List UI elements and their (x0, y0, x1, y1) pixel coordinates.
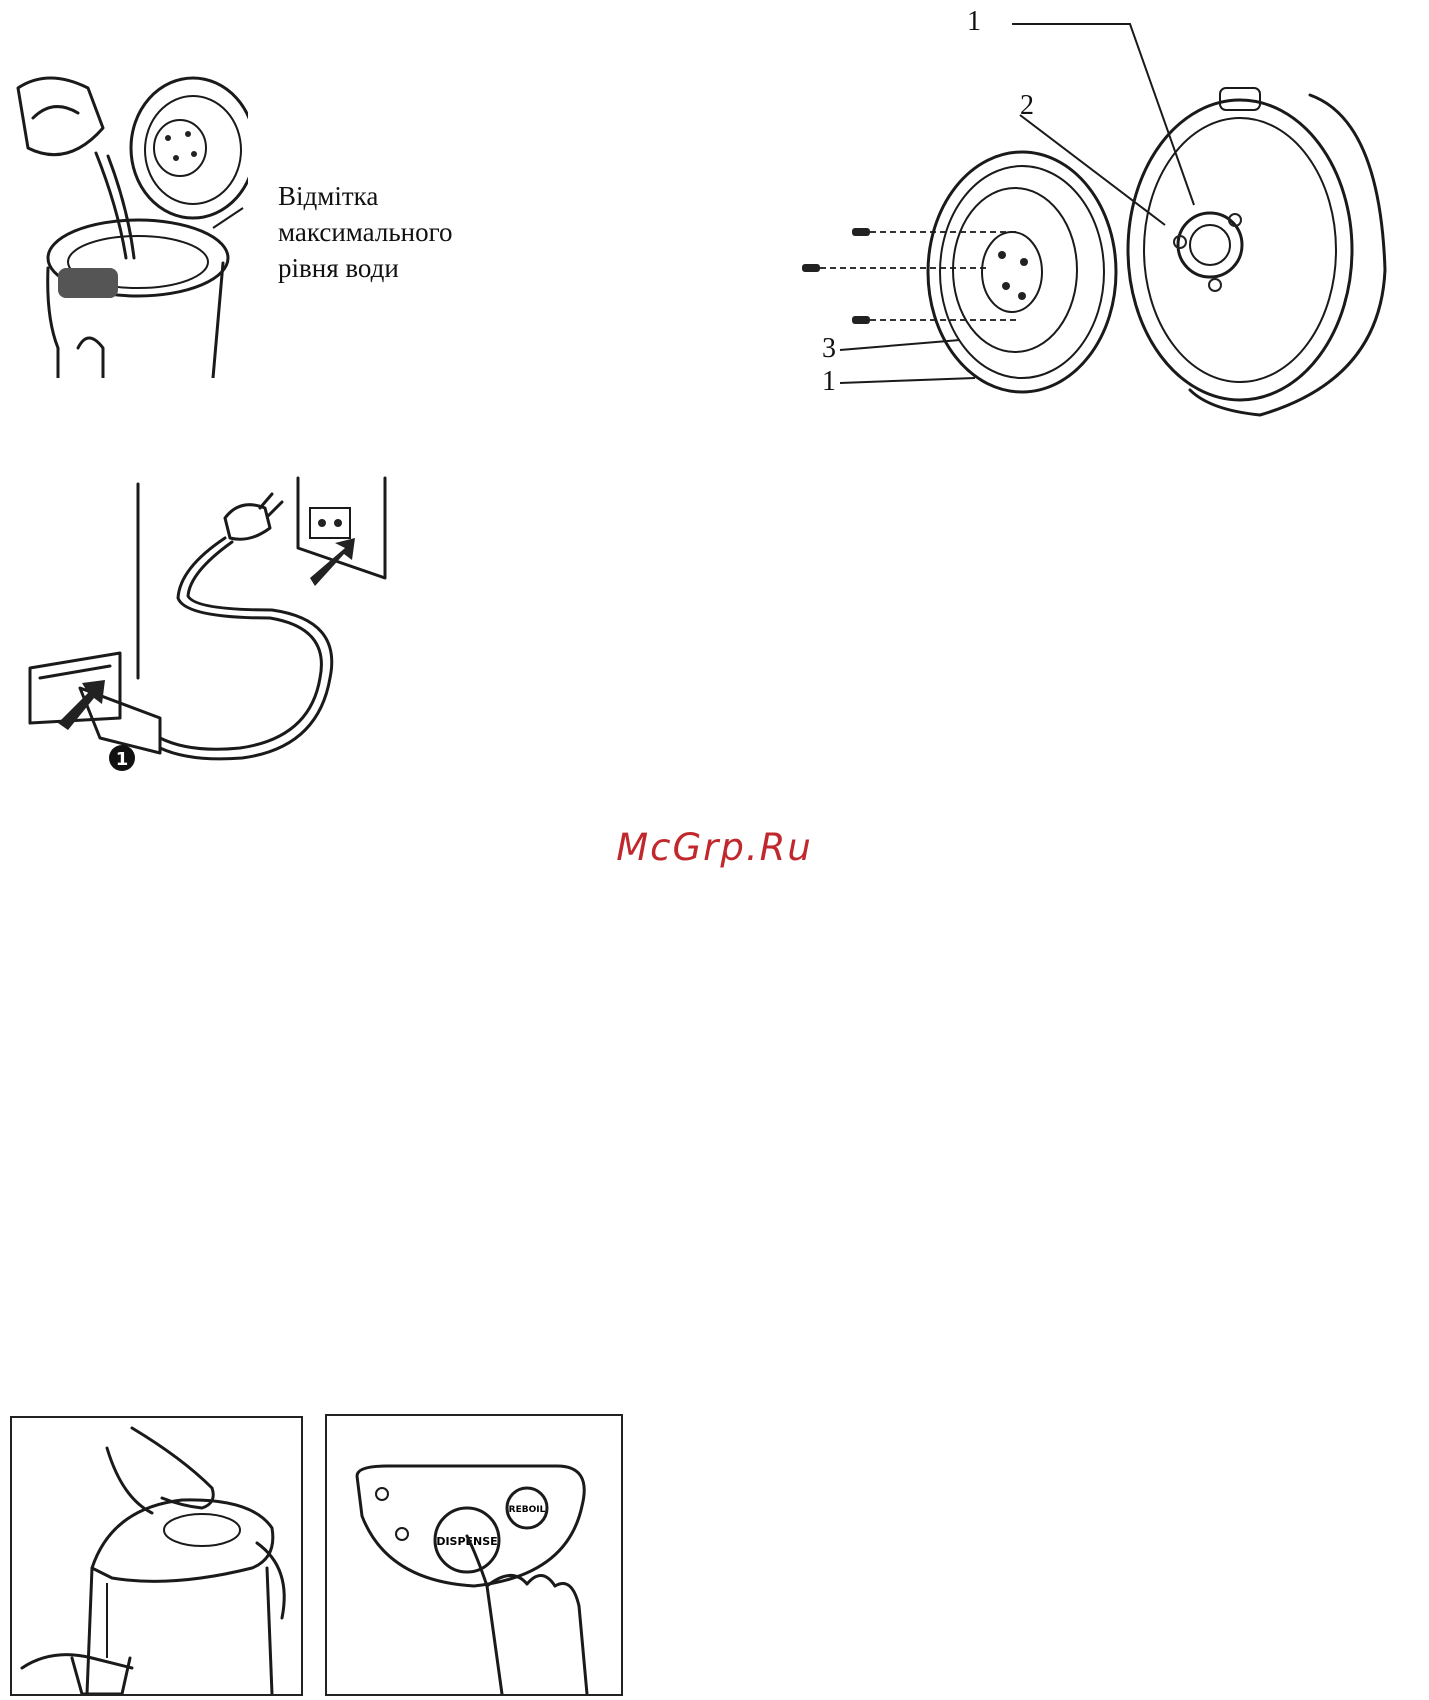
control-panel-illustration: REBOIL DISPENSE (327, 1416, 621, 1694)
heating-element-illustration (790, 0, 1410, 430)
water-level-caption: Відмітка максимального рівня води (278, 178, 453, 286)
power-cord-illustration: 1 (10, 468, 410, 788)
screw-icon (802, 264, 990, 272)
figure-dispensing (10, 1416, 303, 1696)
callout-2: 2 (1020, 90, 1034, 122)
callout-3: 3 (822, 333, 836, 365)
callout-1-bottom: 1 (822, 366, 836, 398)
step-marker-label: 1 (116, 749, 129, 770)
indicator-light-icon (376, 1488, 388, 1500)
figure-plug-in: 1 (10, 468, 410, 788)
dispensing-illustration (12, 1418, 301, 1694)
screw-icon (852, 228, 1020, 236)
figure-control-panel: REBOIL DISPENSE (325, 1414, 623, 1696)
watermark: McGrp.Ru (0, 826, 1429, 869)
reboil-button-label: REBOIL (509, 1505, 546, 1515)
callout-1-top: 1 (967, 6, 981, 38)
kettle-fill-illustration (8, 58, 248, 378)
figure-heating-element (790, 0, 1410, 430)
arrow-icon (310, 538, 355, 586)
figure-filling-kettle (8, 58, 248, 378)
indicator-light-icon (396, 1528, 408, 1540)
